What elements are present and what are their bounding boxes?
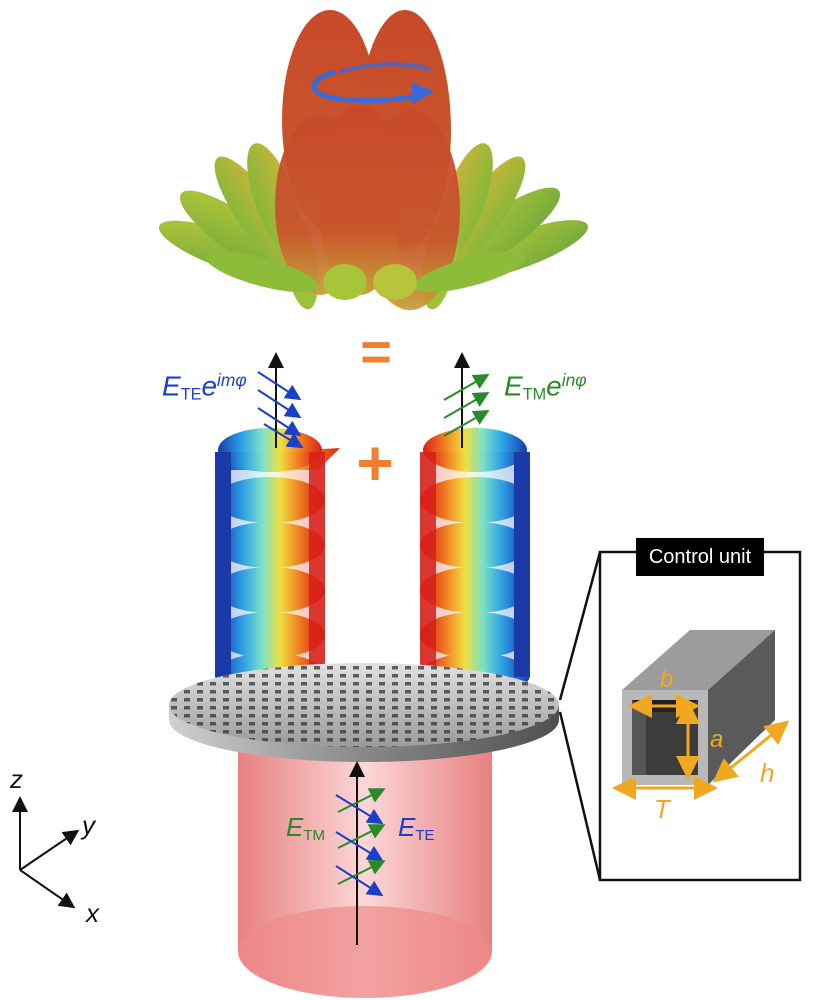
input-polarization-arrows (335, 788, 386, 897)
input-beam-cylinder (238, 730, 492, 998)
control-unit-title: Control unit (636, 538, 764, 576)
input-te-subscript: TE (415, 826, 435, 844)
left-field-symbol: E (162, 370, 181, 402)
left-phase-superscript: imφ (217, 370, 247, 390)
equals-sign: = (360, 322, 392, 382)
right-vortex-label: ETMeinφ (504, 370, 587, 404)
input-te-field-symbol: E (398, 812, 416, 842)
right-mode-subscript: TM (522, 385, 547, 404)
dimension-h-label: h (760, 758, 775, 788)
input-te-label: ETE (398, 814, 435, 843)
rotation-arrow-icon (311, 62, 434, 104)
dimension-a-label: a (710, 726, 724, 753)
unit-cell-dimension-lines (612, 694, 790, 800)
top-vortex-beam (158, 10, 588, 310)
metasurface-disk (169, 663, 559, 762)
left-te-polarization-arrows (257, 371, 304, 449)
input-tm-label: ETM (286, 814, 325, 843)
left-vortex-label: ETEeimφ (162, 370, 247, 404)
axis-x-label: x (86, 898, 99, 928)
left-vortex-spiral (215, 428, 340, 697)
right-phase-superscript: inφ (561, 370, 587, 390)
dimension-b-label: b (660, 666, 674, 693)
right-field-symbol: E (504, 370, 523, 402)
left-mode-subscript: TE (180, 385, 202, 404)
dimension-t-label: T (654, 794, 670, 824)
right-exponential-base: e (546, 370, 562, 402)
axis-z-label: z (10, 764, 23, 794)
left-exponential-base: e (201, 370, 218, 402)
right-vortex-spiral (420, 428, 530, 697)
right-tm-polarization-arrows (443, 374, 490, 437)
plus-sign: + (356, 427, 393, 499)
axis-y-label: y (82, 810, 95, 840)
coordinate-axes (12, 796, 80, 909)
input-tm-subscript: TM (303, 826, 326, 844)
input-tm-field-symbol: E (286, 812, 304, 842)
